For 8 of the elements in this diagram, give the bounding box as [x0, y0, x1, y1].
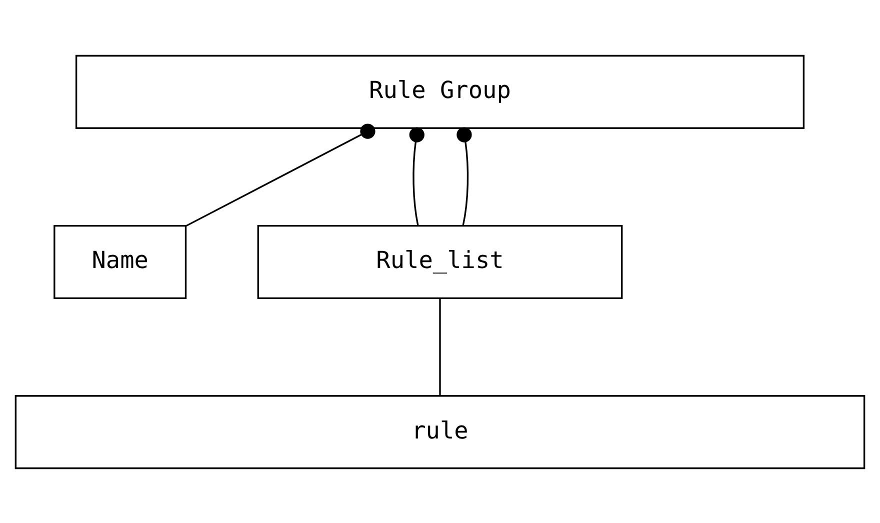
connector	[186, 123, 376, 226]
connector	[439, 298, 441, 395]
node-box: Rule Group	[75, 54, 805, 128]
connector	[409, 126, 424, 225]
node-box: Rule_list	[257, 224, 623, 299]
node-box: rule	[14, 394, 866, 469]
node-box: Name	[54, 224, 187, 299]
connector	[456, 126, 472, 225]
